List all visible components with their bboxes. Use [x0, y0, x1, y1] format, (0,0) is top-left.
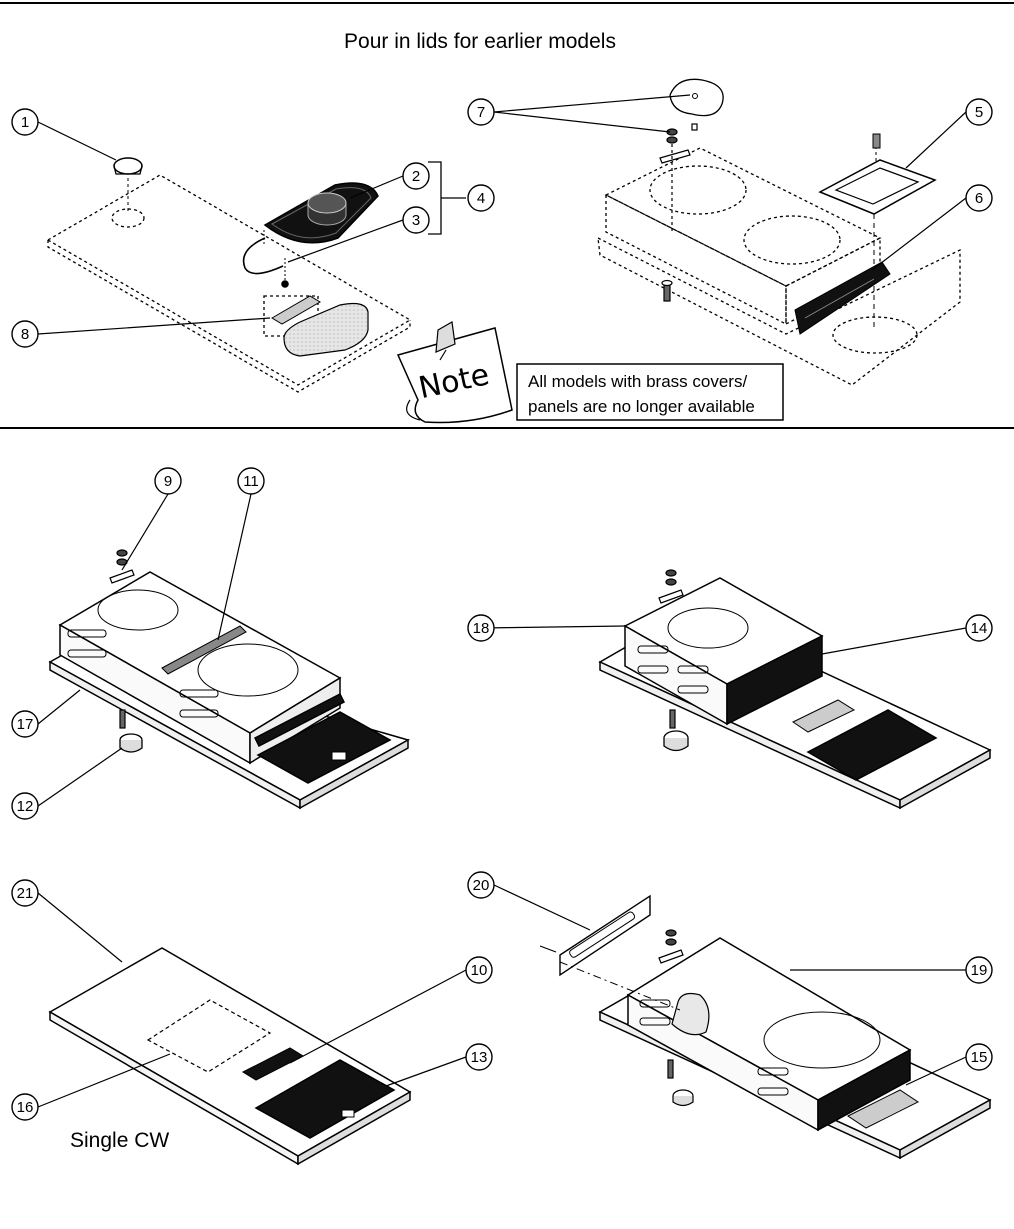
- cap-part: [113, 157, 143, 212]
- grommet-right-part: [663, 730, 689, 752]
- note-box: [516, 363, 784, 421]
- callout-7-label: 7: [477, 104, 485, 121]
- bolt-left-part: [119, 709, 126, 729]
- callout-1: 1: [11, 108, 39, 136]
- bolt-bottom-part: [667, 1059, 694, 1107]
- oval-speaker-part: [263, 182, 379, 244]
- callout-6: 6: [965, 184, 993, 212]
- black-panel-part: [794, 261, 891, 335]
- callout-15-label: 15: [971, 1049, 988, 1066]
- callout-13: 13: [465, 1043, 493, 1071]
- lid-assembly-left: [48, 571, 410, 810]
- note-line-2: panels are no longer available: [528, 397, 755, 416]
- note-line-1: All models with brass covers/: [528, 372, 747, 391]
- speaker-wire: [242, 230, 289, 288]
- callout-5-label: 5: [975, 104, 983, 121]
- callout-21: 21: [11, 879, 39, 907]
- pushpin-icon: [435, 321, 456, 361]
- section-title: Pour in lids for earlier models: [344, 30, 616, 53]
- bracket-2-3: [428, 161, 442, 235]
- callout-17: 17: [11, 710, 39, 738]
- bolt-right-part: [669, 709, 676, 729]
- leader-lines: [37, 94, 967, 1108]
- callout-20: 20: [467, 871, 495, 899]
- callout-21-label: 21: [17, 885, 34, 902]
- label-plate-part: [271, 295, 369, 357]
- nut-bracket-bottom-part: [658, 929, 684, 964]
- nut-bracket-part: [659, 123, 698, 232]
- grommet-left-part: [119, 733, 143, 753]
- callout-8-label: 8: [21, 326, 29, 343]
- side-panel-part: [539, 894, 681, 1011]
- callout-6-label: 6: [975, 190, 983, 207]
- callout-15: 15: [965, 1043, 993, 1071]
- callout-20-label: 20: [473, 877, 490, 894]
- callout-5: 5: [965, 98, 993, 126]
- callout-18-label: 18: [473, 620, 490, 637]
- callout-12-label: 12: [17, 798, 34, 815]
- callout-19: 19: [965, 956, 993, 984]
- callout-9-label: 9: [164, 473, 172, 490]
- callout-10: 10: [465, 956, 493, 984]
- callout-10-label: 10: [471, 962, 488, 979]
- single-cw-label: Single CW: [70, 1129, 169, 1152]
- callout-16-label: 16: [17, 1099, 34, 1116]
- bolt-part: [661, 279, 673, 302]
- bubble-detail-part: [669, 78, 724, 117]
- callout-17-label: 17: [17, 716, 34, 733]
- callout-13-label: 13: [471, 1049, 488, 1066]
- callout-9: 9: [154, 467, 182, 495]
- callout-2: 2: [402, 162, 430, 190]
- note-graphic: Note: [396, 327, 513, 424]
- callout-16: 16: [11, 1093, 39, 1121]
- callout-11: 11: [237, 467, 265, 495]
- callout-14: 14: [965, 614, 993, 642]
- callout-18: 18: [467, 614, 495, 642]
- callout-12: 12: [11, 792, 39, 820]
- callout-1-label: 1: [21, 114, 29, 131]
- callout-8: 8: [11, 320, 39, 348]
- lid-assembly-right: [598, 577, 992, 810]
- callout-2-label: 2: [412, 168, 420, 185]
- nut-bracket-left-part: [109, 549, 135, 584]
- callout-7: 7: [467, 98, 495, 126]
- callout-19-label: 19: [971, 962, 988, 979]
- nut-bracket-right-part: [658, 569, 684, 604]
- callout-4-label: 4: [477, 190, 485, 207]
- callout-11-label: 11: [243, 473, 259, 490]
- callout-3-label: 3: [412, 212, 420, 229]
- callout-14-label: 14: [971, 620, 988, 637]
- pour-in-box-assembly: [597, 147, 961, 386]
- lid-assembly-panel: [598, 937, 992, 1160]
- callout-4: 4: [467, 184, 495, 212]
- callout-3: 3: [402, 206, 430, 234]
- single-cw-lid: [48, 947, 412, 1166]
